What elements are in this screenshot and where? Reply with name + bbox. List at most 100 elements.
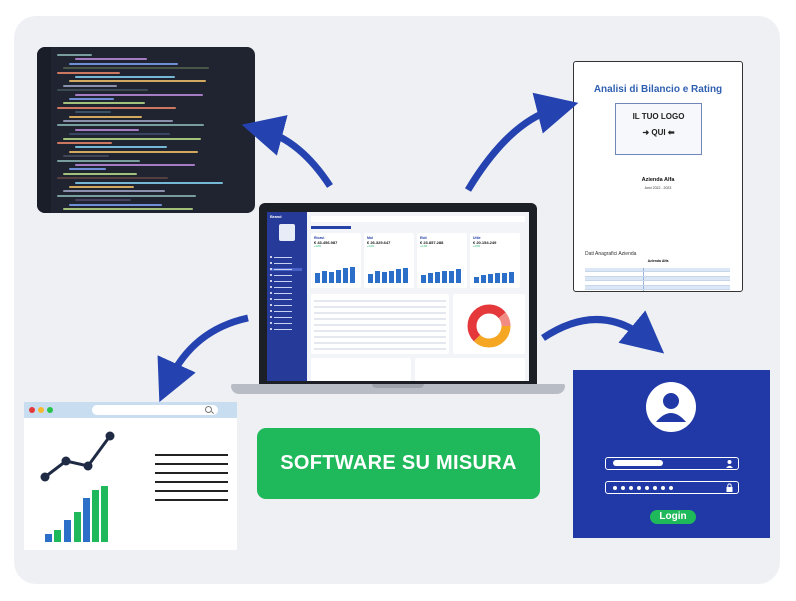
logo-placeholder-text: IL TUO LOGO <box>632 112 685 121</box>
line-number-gutter <box>37 47 51 213</box>
sidebar-item[interactable] <box>270 304 302 307</box>
dashboard-screen: Brand Ricavi € 43.456.987 +4,8% Mol € 26… <box>267 212 529 381</box>
kpi-card: Ricavi € 43.456.987 +4,8% <box>311 233 361 288</box>
code-line <box>63 67 209 70</box>
arrow-to-report-icon <box>464 92 579 192</box>
code-line <box>63 84 117 87</box>
code-line <box>57 89 148 92</box>
arrow-to-login-icon <box>541 310 665 354</box>
code-line <box>75 146 167 149</box>
sidebar-item-active[interactable] <box>270 268 302 271</box>
dashboard-heading <box>311 226 351 229</box>
code-line <box>69 133 170 136</box>
bottom-card <box>415 358 525 381</box>
company-data-table <box>585 268 730 291</box>
code-line <box>63 120 173 122</box>
username-value <box>613 460 663 466</box>
kpi-bar-chart <box>368 257 410 283</box>
bar-chart-bar <box>83 498 90 542</box>
report-section-company: Azienda Alfa <box>647 259 669 263</box>
code-line <box>69 98 114 100</box>
dashboard-brand: Brand <box>270 214 282 219</box>
sidebar-company-thumbnail <box>279 224 295 241</box>
sidebar-item[interactable] <box>270 298 302 301</box>
code-line <box>57 142 112 144</box>
kpi-delta: +4,8% <box>314 245 322 248</box>
kpi-delta: +4,5% <box>473 245 481 248</box>
report-company-name: Azienda Alfa <box>641 177 675 183</box>
sidebar-item[interactable] <box>270 280 302 283</box>
sidebar-item[interactable] <box>270 316 302 319</box>
code-line <box>75 93 203 96</box>
bar-chart-bar <box>101 486 108 542</box>
code-line <box>57 159 140 162</box>
code-line <box>57 106 176 109</box>
kpi-value: € 43.456.987 <box>314 240 338 245</box>
code-line <box>69 80 206 83</box>
code-line <box>69 203 162 206</box>
code-line <box>75 164 195 166</box>
user-icon <box>726 460 733 468</box>
software-su-misura-button[interactable]: SOFTWARE SU MISURA <box>257 428 540 499</box>
sidebar-item[interactable] <box>270 322 302 325</box>
bar-chart-bar <box>64 520 71 542</box>
kpi-value: € 26.329.647 <box>367 240 391 245</box>
code-line <box>57 194 196 197</box>
line-graph-illustration <box>40 431 115 482</box>
sidebar-item[interactable] <box>270 286 302 289</box>
kpi-label: Mol <box>367 236 374 240</box>
kpi-card: Utile € 20.154.249 +4,5% <box>470 233 520 288</box>
browser-toolbar <box>24 402 237 418</box>
code-line <box>75 181 223 184</box>
login-button[interactable]: Login <box>650 510 696 524</box>
code-line <box>75 58 147 61</box>
bar-chart-bar <box>54 530 61 542</box>
sidebar-item[interactable] <box>270 328 302 331</box>
donut-chart-card <box>453 294 525 354</box>
sidebar-item[interactable] <box>270 262 302 265</box>
arrow-to-code-icon <box>241 115 333 188</box>
browser-search-input[interactable] <box>92 405 218 415</box>
logo-qui-text: QUI <box>651 128 666 137</box>
sidebar-item[interactable] <box>270 310 302 313</box>
kpi-card: Ebit € 23.857.288 +2,4% <box>417 233 467 288</box>
code-line <box>69 186 134 188</box>
code-line <box>57 177 168 180</box>
code-line <box>75 76 175 78</box>
report-date: Anni 2022 - 2023 <box>644 186 672 190</box>
username-field[interactable] <box>605 457 739 470</box>
lock-icon <box>726 483 733 492</box>
sidebar-item[interactable] <box>270 274 302 277</box>
kpi-label: Ricavi <box>314 236 325 240</box>
code-line <box>69 150 198 153</box>
sidebar-item[interactable] <box>270 256 302 259</box>
text-line <box>155 454 228 456</box>
kpi-delta: +2,4% <box>420 245 428 248</box>
dashboard-sidebar: Brand <box>267 212 307 381</box>
code-line <box>57 124 204 127</box>
kpi-value: € 23.857.288 <box>420 240 444 245</box>
password-field[interactable] <box>605 481 739 494</box>
financial-table-card <box>311 294 449 354</box>
code-line <box>57 54 92 56</box>
kpi-card: Mol € 26.329.647 +3,6% <box>364 233 414 288</box>
bar-chart-bar <box>45 534 52 542</box>
arrow-right-icon: ➜ <box>642 128 650 137</box>
browser-window <box>24 402 237 550</box>
bar-chart-bar <box>74 512 81 542</box>
kpi-label: Ebit <box>420 236 427 240</box>
logo-placeholder-row: ➜ QUI ⬅ <box>616 128 701 137</box>
code-line <box>63 172 137 175</box>
code-line <box>63 190 165 193</box>
code-line <box>69 115 142 118</box>
code-line <box>69 168 106 171</box>
sidebar-item[interactable] <box>270 292 302 295</box>
code-line <box>57 71 120 74</box>
minimize-dot-icon <box>38 407 44 413</box>
code-line <box>75 128 139 131</box>
code-line <box>63 102 145 105</box>
close-dot-icon <box>29 407 35 413</box>
search-icon <box>205 406 212 413</box>
code-line <box>63 208 193 210</box>
code-line <box>75 199 131 202</box>
